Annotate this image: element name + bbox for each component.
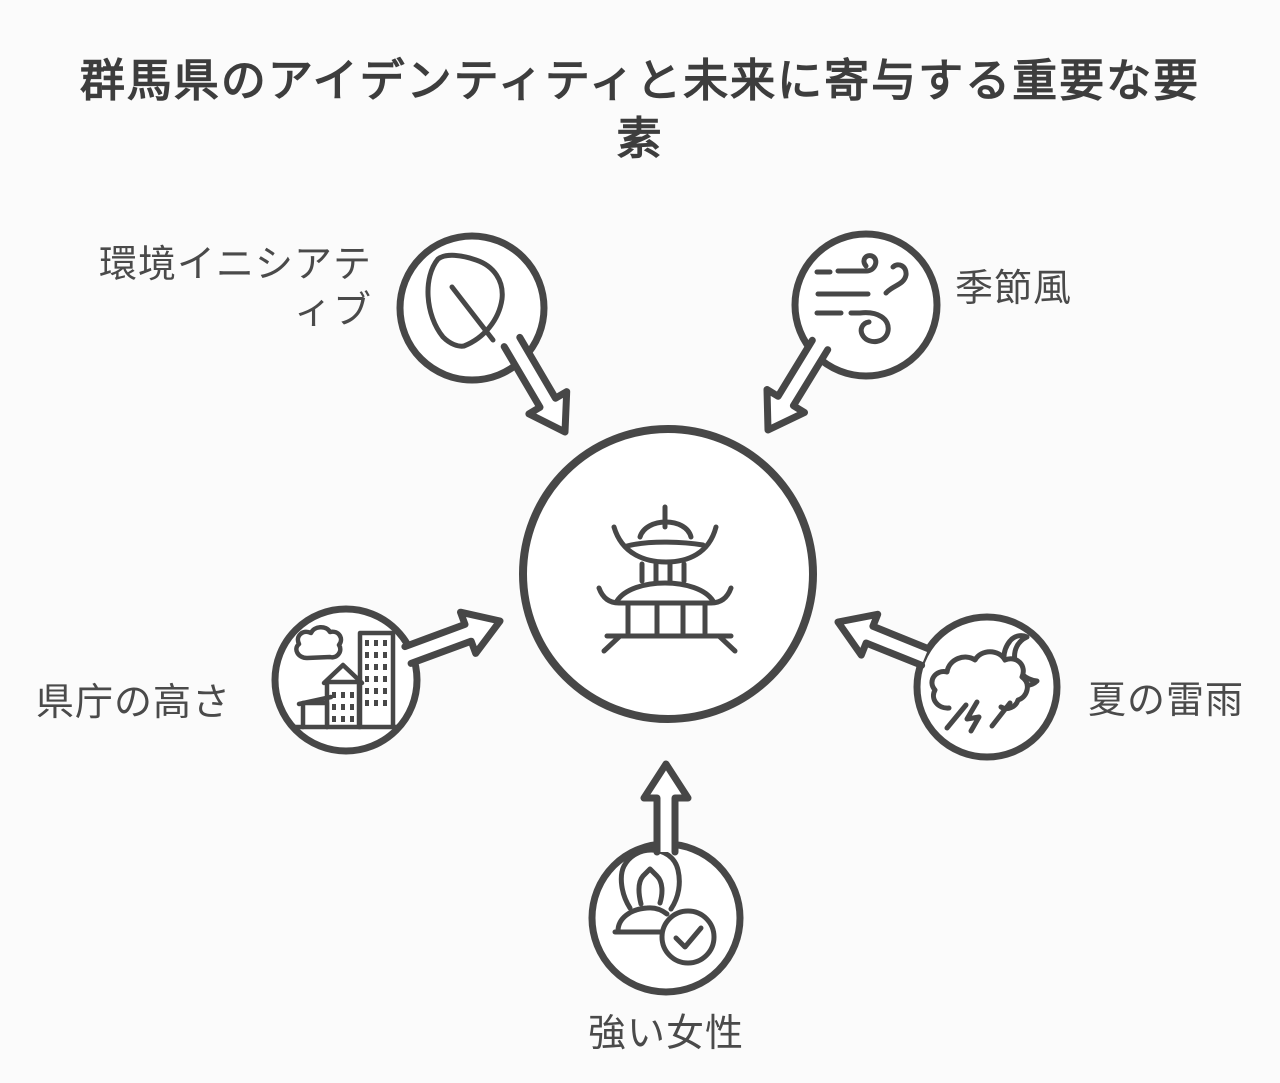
node-circle-seasonal-wind — [791, 230, 941, 380]
city-buildings-icon — [293, 625, 401, 730]
page-title: 群馬県のアイデンティティと未来に寄与する重要な要素 — [79, 55, 1201, 165]
leaf-icon — [425, 252, 505, 349]
wind-icon — [814, 253, 909, 345]
node-circle-strong-women — [588, 840, 744, 996]
arrow-office-height-to-center — [401, 608, 504, 667]
node-circle-environment — [396, 232, 548, 384]
label-summer-thunderstorm: 夏の雷雨 — [1088, 680, 1245, 722]
arrow-strong-women-to-center — [640, 760, 692, 856]
label-strong-women: 強い女性 — [587, 1013, 744, 1055]
arrow-environment-to-center — [500, 333, 571, 436]
woman-check-icon — [612, 847, 717, 966]
label-environment: 環境イニシアテ ィブ — [98, 244, 372, 332]
arrow-summer-thunderstorm-to-center — [834, 610, 932, 669]
label-seasonal-wind: 季節風 — [955, 268, 1073, 310]
arrow-seasonal-wind-to-center — [763, 336, 832, 434]
label-office-height: 県庁の高さ — [36, 682, 232, 724]
building-windows — [332, 640, 387, 722]
pagoda-icon — [596, 504, 738, 654]
storm-cloud-moon-icon — [929, 633, 1040, 734]
